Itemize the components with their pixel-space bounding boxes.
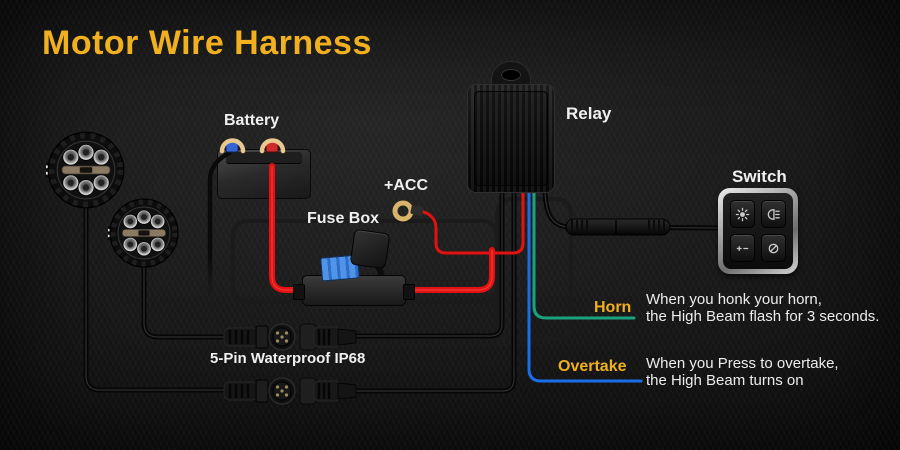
- switch-button-headlight: [761, 200, 786, 228]
- overtake-wire: [527, 186, 643, 383]
- page-title: Motor Wire Harness: [42, 24, 372, 62]
- connector-female-upper: [298, 322, 358, 352]
- terminal-clamp-icon: [219, 138, 246, 154]
- brightness-plus-minus-icon: [736, 245, 749, 251]
- relay: [467, 84, 555, 193]
- horn-description: When you honk your horn, the High Beam f…: [646, 291, 880, 325]
- mount-hole: [501, 69, 521, 81]
- battery-terminals: [219, 138, 286, 154]
- switch: [718, 188, 798, 274]
- ring-terminal-icon: [392, 200, 424, 222]
- inline-connector: [565, 218, 671, 236]
- battery-negative-wire: [207, 149, 233, 298]
- terminal-clamp-icon: [259, 138, 286, 154]
- fuse-box: [293, 275, 415, 306]
- switch-button-high-beam-flash: [730, 200, 755, 228]
- connector-male-upper: [222, 322, 297, 352]
- black-wires: [83, 185, 723, 394]
- led-light-right: [108, 198, 179, 268]
- relay-label: Relay: [566, 104, 612, 123]
- horn-wire: [532, 186, 636, 320]
- led-light-left: [46, 131, 125, 209]
- acc-trigger-wire: [418, 186, 525, 255]
- horn-label: Horn: [594, 299, 632, 316]
- battery: [217, 149, 311, 199]
- connector-male-lower: [222, 376, 297, 406]
- strobe-mode-icon: [768, 243, 779, 253]
- switch-label: Switch: [732, 167, 787, 186]
- connector-label: 5-Pin Waterproof IP68: [210, 350, 366, 367]
- headlight-beam-icon: [767, 208, 780, 220]
- overtake-label: Overtake: [558, 358, 627, 375]
- high-beam-flash-icon: [735, 207, 750, 221]
- switch-button-dimmer: [730, 234, 755, 262]
- battery-label: Battery: [224, 112, 280, 129]
- fuse-box-label: Fuse Box: [307, 210, 380, 227]
- acc-label: +ACC: [384, 177, 429, 194]
- switch-button-strobe: [761, 234, 786, 262]
- switch-panel: [723, 193, 793, 269]
- fuse-box-cap: [349, 228, 391, 270]
- overtake-description: When you Press to overtake, the High Bea…: [646, 355, 839, 389]
- connector-female-lower: [298, 376, 358, 406]
